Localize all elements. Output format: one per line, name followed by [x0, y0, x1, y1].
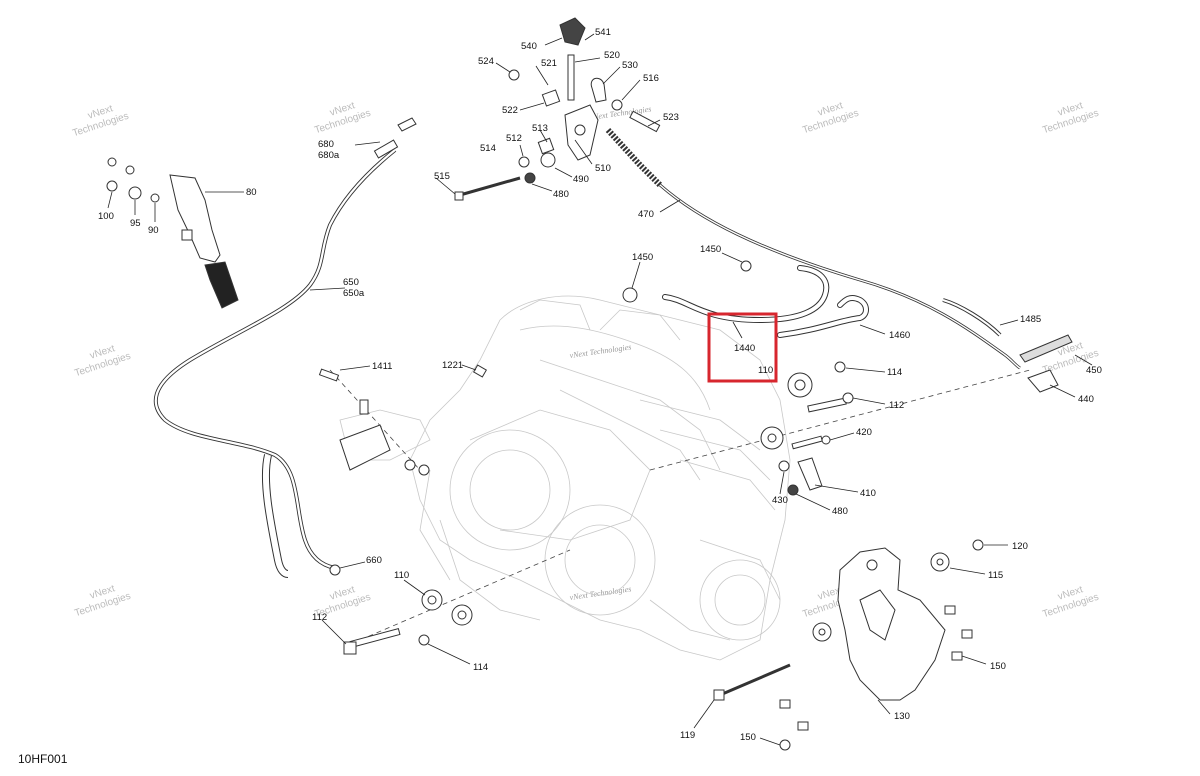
label-650a: 650a: [343, 288, 365, 299]
label-490: 490: [573, 174, 589, 185]
label-112-lower: 112: [312, 612, 327, 623]
engine-outline: [339, 295, 791, 661]
label-80: 80: [246, 187, 257, 198]
watermark: vNext Technologies: [1041, 584, 1100, 620]
label-680: 680: [318, 139, 334, 150]
label-516: 516: [643, 73, 659, 84]
throttle-pedal-assembly: [106, 157, 244, 309]
label-514: 514: [480, 143, 496, 154]
label-650: 650: [343, 277, 359, 288]
label-115: 115: [988, 570, 1003, 581]
label-440: 440: [1078, 394, 1094, 405]
watermark: vNext Technologies: [73, 583, 132, 619]
part-labels: 540 541 524 521 520 530 516 522 523 513 …: [98, 27, 1102, 743]
label-660: 660: [366, 555, 382, 566]
idler-assembly-upper: [329, 361, 1031, 641]
label-521: 521: [541, 58, 557, 69]
watermark: vNext Technologies: [71, 103, 130, 139]
label-680a: 680a: [318, 150, 340, 161]
label-522: 522: [502, 105, 518, 116]
label-150-lower: 150: [740, 732, 756, 743]
label-1450-right: 1450: [700, 244, 721, 255]
label-1221: 1221: [442, 360, 463, 371]
watermark: vNext Technologies: [801, 100, 860, 136]
label-1440: 1440: [734, 343, 755, 354]
watermark-small: vNext Technologies: [569, 342, 632, 360]
label-430: 430: [772, 495, 788, 506]
label-90: 90: [148, 225, 159, 236]
label-512: 512: [506, 133, 522, 144]
label-450: 450: [1086, 365, 1102, 376]
label-110-lower: 110: [394, 570, 409, 581]
label-523: 523: [663, 112, 679, 123]
label-114-upper: 114: [887, 367, 902, 378]
label-513: 513: [532, 123, 548, 134]
label-130: 130: [894, 711, 910, 722]
diagram-code: 10HF001: [18, 752, 68, 766]
label-1485: 1485: [1020, 314, 1041, 325]
highlight-box: [707, 312, 778, 383]
hose-assembly: [622, 252, 1093, 398]
label-1411: 1411: [372, 361, 392, 372]
label-540: 540: [521, 41, 537, 52]
label-1450-left: 1450: [632, 252, 653, 263]
label-530: 530: [622, 60, 638, 71]
left-bracket-group: [318, 364, 488, 476]
label-510: 510: [595, 163, 611, 174]
label-480-lower: 480: [832, 506, 848, 517]
idler-assembly-lower: [321, 579, 473, 665]
label-520: 520: [604, 50, 620, 61]
label-410: 410: [860, 488, 876, 499]
label-110-upper: 110: [758, 365, 773, 376]
shifter-assembly: [435, 17, 1021, 370]
label-120: 120: [1012, 541, 1028, 552]
watermark: vNext Technologies: [1041, 100, 1100, 136]
watermark: vNext Technologies: [73, 343, 132, 379]
label-119: 119: [680, 730, 695, 741]
label-114-lower: 114: [473, 662, 488, 673]
cable-650: [153, 117, 417, 578]
label-541: 541: [595, 27, 611, 38]
label-470: 470: [638, 209, 654, 220]
label-95: 95: [130, 218, 141, 229]
label-1460: 1460: [889, 330, 910, 341]
watermark: vNext Technologies: [313, 100, 372, 136]
bracket-130: [693, 539, 1008, 751]
label-524: 524: [478, 56, 494, 67]
label-100: 100: [98, 211, 114, 222]
label-112-upper: 112: [889, 400, 904, 411]
label-480-upper: 480: [553, 189, 569, 200]
label-420: 420: [856, 427, 872, 438]
label-150-right: 150: [990, 661, 1006, 672]
label-515: 515: [434, 171, 450, 182]
